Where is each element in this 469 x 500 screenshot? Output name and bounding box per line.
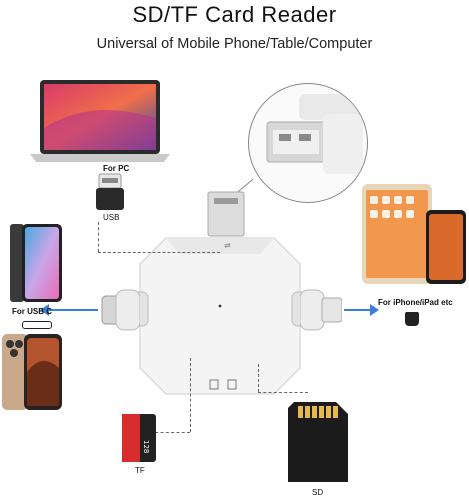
for-iphone-label: For iPhone/iPad etc xyxy=(378,298,453,307)
right-arrow-head xyxy=(370,304,379,316)
usb-connector-image xyxy=(96,173,124,210)
sd-leader-horizontal xyxy=(258,392,308,393)
svg-text:⇌: ⇌ xyxy=(224,241,231,250)
left-arrow-head xyxy=(40,304,49,316)
tf-card-capacity: 128 xyxy=(142,440,150,453)
android-phone-image xyxy=(10,224,62,302)
usb-leader-horizontal xyxy=(98,252,220,253)
tf-leader-vertical xyxy=(190,358,191,432)
usb-plug-zoom-circle xyxy=(248,83,368,203)
sd-leader-vertical xyxy=(258,364,259,392)
sd-label: SD xyxy=(312,488,324,497)
page-subtitle: Universal of Mobile Phone/Table/Computer xyxy=(96,36,373,52)
usb-c-plug-image xyxy=(101,289,140,331)
laptop-image xyxy=(30,80,170,162)
usb-c-port-icon xyxy=(22,321,52,329)
lightning-plug-image xyxy=(300,289,342,331)
right-arrow xyxy=(344,309,372,311)
iphone-pro-image xyxy=(2,334,62,410)
for-pc-label: For PC xyxy=(103,164,130,173)
tf-card-image: 128 xyxy=(122,414,156,462)
lightning-port-icon xyxy=(405,312,419,326)
for-usb-c-label: For USB C xyxy=(12,307,52,316)
ipad-iphone-image xyxy=(362,184,466,284)
tf-leader-horizontal xyxy=(150,432,190,433)
sd-card-image xyxy=(288,402,348,482)
left-arrow xyxy=(46,309,98,311)
usb-label: USB xyxy=(103,213,120,222)
page-title: SD/TF Card Reader xyxy=(132,2,337,27)
tf-label: TF xyxy=(135,466,145,475)
usb-leader-vertical xyxy=(98,222,99,252)
card-reader-hub-image: ⇌ xyxy=(132,191,308,395)
